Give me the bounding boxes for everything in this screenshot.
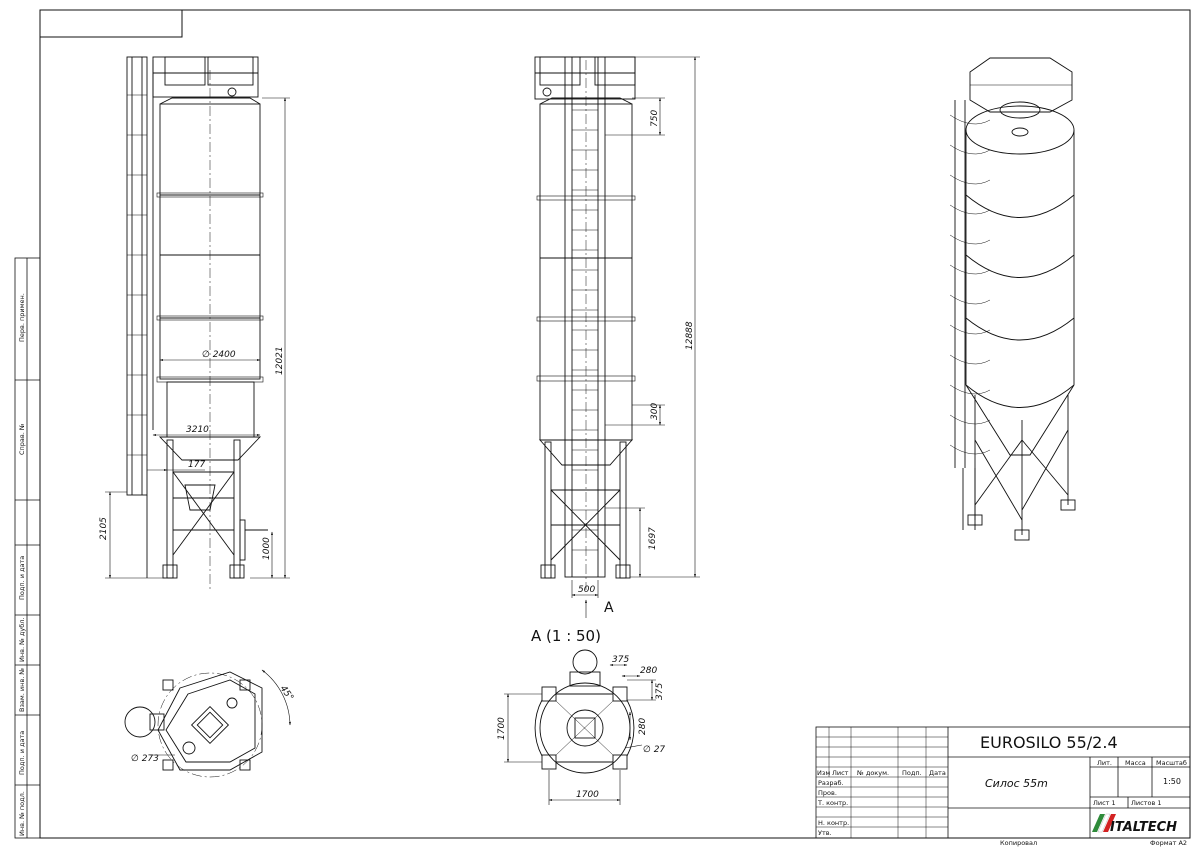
tb-role-approved: Утв. [818,829,832,837]
dim-45deg: 45° [278,684,295,703]
tb-sheet: Лист 1 [1093,799,1116,807]
dim-1700-vertical: 1700 [497,717,507,740]
stamp-inv-dubl: Инв. № дубл. [18,618,26,662]
dim-1700-horizontal: 1700 [576,790,599,800]
tb-header-sign: Подп. [902,769,922,777]
tb-designation: EUROSILO 55/2.4 [980,733,1118,752]
side-stamp [14,257,41,839]
dim-d273: ∅ 273 [131,754,159,764]
stamp-inv-podl: Инв. № подл. [18,791,26,836]
stamp-podp-data-2: Подп. и дата [18,731,26,775]
dim-1000: 1000 [262,537,272,560]
dim-280-horizontal: 280 [640,666,657,676]
dim-375-horizontal: 375 [612,655,629,665]
dim-2105: 2105 [99,517,109,540]
italtech-logo: ITALTECH [1092,813,1177,835]
top-view-plan [124,669,292,778]
stamp-sprav-no: Справ. № [18,423,26,455]
title-block-grid [815,726,1191,839]
tb-format: Формат A2 [1150,839,1187,847]
tb-role-n-control: Н. контр. [818,819,849,827]
isometric-view [949,57,1076,541]
dim-d2400: ∅ 2400 [202,350,236,360]
dim-500: 500 [578,585,595,595]
side-view-dimensions [571,56,700,618]
tb-role-t-control: Т. контр. [817,799,848,807]
stamp-vzam-inv: Взам. инв. № [18,668,26,712]
dim-375-vertical: 375 [655,683,665,700]
dim-1697: 1697 [648,527,658,550]
tb-scale-label: Масштаб [1156,759,1187,767]
view-arrow-label: A [604,600,614,616]
tb-copied: Копировал [1000,839,1037,847]
dim-12021: 12021 [275,346,285,375]
tb-role-checked: Пров. [818,789,837,797]
front-view-dimensions [105,97,290,579]
dim-300: 300 [650,403,660,420]
tb-lit-label: Лит. [1097,759,1112,767]
dim-750: 750 [650,110,660,127]
tb-header-list: Лист [832,769,849,777]
stamp-perv-primen: Перв. примен. [18,293,26,342]
dim-177: 177 [188,460,205,470]
dim-d27: ∅ 27 [643,745,665,755]
dim-3210: 3210 [186,425,209,435]
dim-12888: 12888 [685,321,695,350]
sheet-frame [39,9,1191,839]
view-a-plan [534,649,635,774]
stamp-podp-data-1: Подп. и дата [18,556,26,600]
tb-header-izm: Изм [817,769,830,777]
logo-text: ITALTECH [1110,820,1177,835]
view-a-title: A (1 : 50) [531,627,601,645]
tb-sheets: Листов 1 [1131,799,1161,807]
tb-product-name: Силос 55m [985,777,1048,790]
tb-scale-value: 1:50 [1163,777,1181,786]
tb-role-developed: Разраб. [818,779,844,787]
tb-header-date: Дата [929,769,946,777]
tb-mass-label: Масса [1125,759,1146,767]
front-view [126,56,268,579]
dim-280-vertical: 280 [638,718,648,735]
view-a-dimensions [504,663,656,805]
tb-header-doc-no: № докум. [856,769,889,777]
